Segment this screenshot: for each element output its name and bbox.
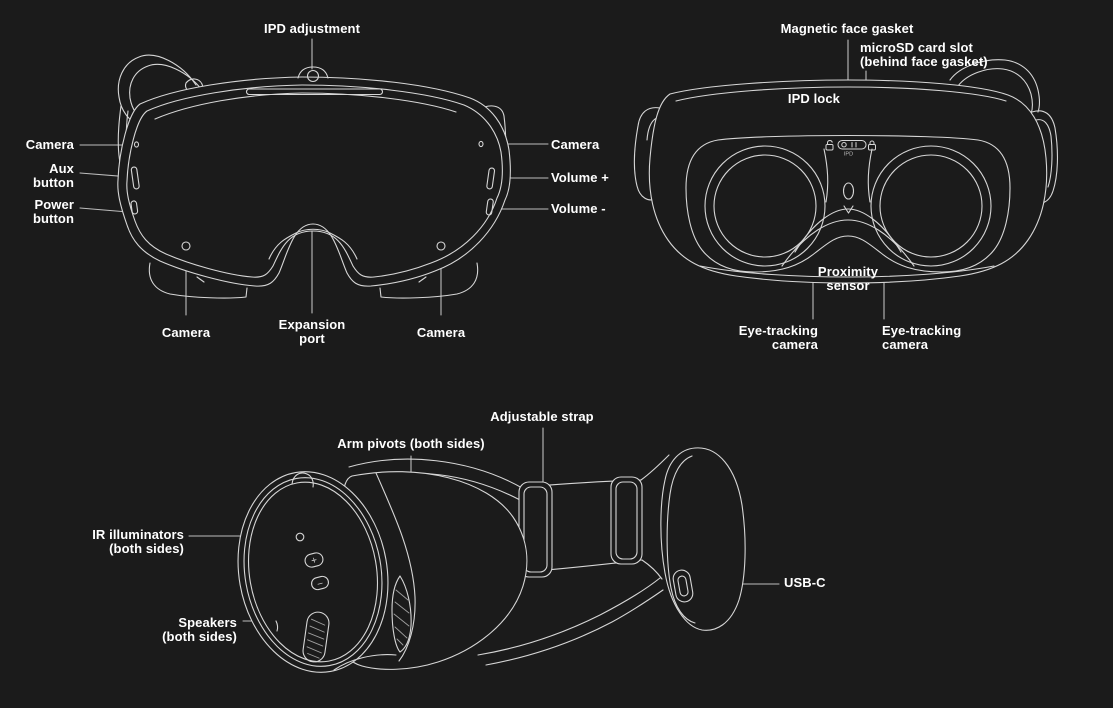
band-to-pad-bottom bbox=[641, 559, 663, 580]
side-view-drawing: + – bbox=[237, 447, 746, 673]
center-recess-left-edge bbox=[823, 148, 829, 203]
bottom-lip-right bbox=[379, 262, 479, 299]
camera-dot-right-edge bbox=[478, 140, 484, 148]
arm-pivot-seam bbox=[375, 472, 416, 662]
camera-dot-bottom-left bbox=[181, 241, 191, 251]
ipd-adjustment-dial bbox=[306, 69, 320, 83]
volume-up-side-button: + bbox=[304, 552, 324, 568]
visor-outer-outline bbox=[117, 76, 511, 287]
ipd-adjustment-bump bbox=[297, 66, 329, 79]
lens-left-outer bbox=[704, 145, 826, 267]
lower-strap-top bbox=[477, 577, 661, 656]
label-ipd-lock: IPD lock bbox=[787, 91, 840, 106]
label-volume-up: Volume + bbox=[551, 170, 609, 185]
bottom-tick-right bbox=[418, 276, 427, 283]
face-cushion-ring bbox=[685, 134, 1011, 273]
usb-c-port-shape bbox=[672, 569, 694, 603]
camera-dot-bottom-right bbox=[436, 241, 446, 251]
volume-down-button-shape bbox=[485, 198, 494, 216]
label-ir-illuminators: IR illuminators (both sides) bbox=[92, 527, 184, 556]
face-gasket-outline bbox=[648, 79, 1048, 284]
volume-up-button-shape bbox=[486, 167, 496, 190]
camera-dot-left-edge bbox=[133, 141, 140, 148]
visor-inner-outline bbox=[126, 84, 503, 278]
strap-loop-buckle bbox=[610, 476, 643, 565]
label-usb-c: USB-C bbox=[784, 575, 826, 590]
label-expansion-port: Expansion port bbox=[278, 317, 346, 346]
label-ipd-adjustment: IPD adjustment bbox=[263, 21, 361, 36]
label-power-button: Power button bbox=[32, 197, 74, 226]
label-proximity-sensor: Proximity sensor bbox=[817, 264, 879, 293]
speaker-grille-visor bbox=[302, 611, 330, 663]
label-volume-down: Volume - bbox=[551, 201, 606, 216]
visor-lens-edge bbox=[154, 92, 457, 120]
rear-pad-seam bbox=[666, 455, 696, 624]
volume-down-side-button: – bbox=[311, 575, 329, 591]
gasket-top-seam bbox=[675, 86, 1007, 102]
leader-power-button bbox=[79, 207, 129, 213]
label-camera-bottom-left: Camera bbox=[161, 325, 211, 340]
nose-bridge-line bbox=[268, 228, 358, 260]
visor-top-anchor-bump bbox=[291, 472, 314, 488]
lens-right-inner bbox=[879, 154, 983, 258]
speaker-grille-arm bbox=[391, 575, 412, 653]
proximity-sensor-notch bbox=[843, 205, 854, 214]
nose-arch-outer bbox=[781, 219, 915, 267]
label-camera-bottom-right: Camera bbox=[416, 325, 466, 340]
front-view-drawing bbox=[117, 54, 511, 299]
label-speakers: Speakers (both sides) bbox=[162, 615, 237, 644]
visor-bottom-tick bbox=[275, 620, 279, 632]
label-adjustable-strap: Adjustable strap bbox=[490, 409, 594, 424]
minus-glyph: – bbox=[316, 578, 323, 589]
overhead-strap-top bbox=[348, 458, 525, 490]
rear-pad-outline bbox=[660, 447, 746, 631]
top-vent-slot bbox=[245, 88, 384, 96]
label-microsd-card-slot: microSD card slot (behind face gasket) bbox=[860, 40, 988, 69]
power-button-shape bbox=[130, 200, 139, 215]
label-magnetic-face-gasket: Magnetic face gasket bbox=[780, 21, 914, 36]
lock-icon bbox=[868, 140, 876, 151]
proximity-sensor-shape bbox=[842, 182, 855, 200]
visor-nose-cut bbox=[333, 654, 397, 671]
rear-view-drawing: IPD bbox=[633, 59, 1059, 284]
band-to-pad-top bbox=[640, 454, 670, 481]
lower-strap-bottom bbox=[485, 589, 664, 666]
label-camera-right: Camera bbox=[551, 137, 600, 152]
ipd-lock-slider bbox=[825, 140, 876, 151]
lens-left-inner bbox=[713, 154, 817, 258]
plus-glyph: + bbox=[310, 555, 318, 567]
label-eye-tracking-camera-left: Eye-tracking camera bbox=[738, 323, 818, 352]
unlock-icon bbox=[825, 140, 834, 151]
center-recess-right-edge bbox=[867, 148, 873, 203]
visor-front-disc bbox=[237, 471, 389, 673]
label-eye-tracking-camera-right: Eye-tracking camera bbox=[882, 323, 962, 352]
bottom-lip-left bbox=[148, 262, 248, 299]
bottom-tick-left bbox=[196, 276, 205, 283]
label-arm-pivots: Arm pivots (both sides) bbox=[337, 436, 485, 451]
aux-button-shape bbox=[130, 166, 140, 190]
nose-arch-inner bbox=[794, 208, 902, 253]
label-aux-button: Aux button bbox=[32, 161, 74, 190]
ir-illuminator-dot bbox=[295, 532, 305, 542]
label-camera-left: Camera bbox=[25, 137, 74, 152]
ipd-engraving: IPD bbox=[844, 152, 853, 158]
lens-right-outer bbox=[870, 145, 992, 267]
